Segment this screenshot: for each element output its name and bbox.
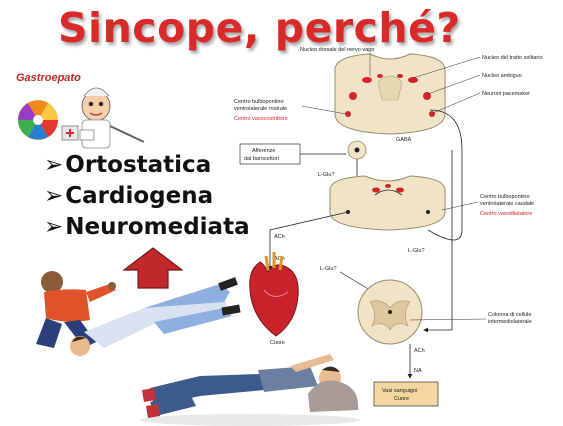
label-rvlm-1: Centro bulbopontino: [234, 99, 284, 105]
label-vessels-2: Cuore: [394, 396, 409, 402]
list-item: ➢Cardiogena: [44, 181, 250, 212]
label-ambiguus: Nucleo ambiguo: [482, 73, 522, 79]
heart-icon: [249, 252, 299, 337]
label-na: NA: [414, 368, 422, 374]
bullet-arrow-icon: ➢: [44, 214, 64, 240]
spinal-cord-section: [357, 279, 423, 345]
autonomic-circuit-diagram: Nucleo dorsale del nervo vago Nucleo del…: [234, 47, 543, 407]
page-title: Sincope, perché?: [58, 4, 461, 52]
pathway-line: [427, 109, 463, 241]
label-gaba: GABA: [396, 137, 412, 143]
label-ach-1: ACh: [274, 234, 285, 240]
label-cvlm-2: ventrolaterale caudale: [480, 201, 534, 207]
medulla-section-caudal: [329, 175, 446, 231]
bullet-arrow-icon: ➢: [44, 183, 64, 209]
label-vasoconstrictor: Centro vasocostrittore: [234, 116, 288, 122]
logo-text: Gastroepato: [16, 72, 81, 84]
list-item-label: Neuromediata: [65, 214, 250, 240]
list-item-label: Ortostatica: [65, 152, 212, 178]
label-ach-3: ACh: [414, 348, 425, 354]
doctor-mascot-icon: [18, 87, 145, 149]
label-lglu-mid: L-Glu?: [408, 248, 425, 254]
lying-person-illustration: [140, 354, 360, 426]
label-ach-2: ACh: [274, 256, 285, 262]
label-dorsal-vagus: Nucleo dorsale del nervo vago: [300, 47, 374, 53]
list-item-label: Cardiogena: [65, 183, 214, 209]
label-solitary: Nucleo del tratto solitario: [482, 55, 543, 61]
label-rvlm-2: ventrolaterale rostrale: [234, 106, 287, 112]
gastroepato-logo: [14, 70, 154, 150]
bullet-arrow-icon: ➢: [44, 152, 64, 178]
vessels-box: [373, 381, 439, 407]
label-vasodilator: Centro vasodilatatore: [480, 211, 532, 217]
list-item: ➢Ortostatica: [44, 150, 250, 181]
fainting-person-illustration: [36, 271, 241, 356]
label-heart: Cuore: [270, 340, 285, 346]
label-column-1: Colonna di cellule: [488, 312, 531, 318]
label-baro-1: Afferenze: [252, 148, 275, 154]
syncope-types-list: ➢Ortostatica ➢Cardiogena ➢Neuromediata: [44, 150, 250, 243]
label-baro-2: dai barocettori: [244, 156, 279, 162]
label-column-2: intermediolaterale: [488, 319, 532, 325]
label-pacemaker: Neuroni pacemaker: [482, 91, 530, 97]
up-arrow-icon: [122, 247, 184, 289]
label-cvlm-1: Centro bulbopontino: [480, 194, 530, 200]
list-item: ➢Neuromediata: [44, 212, 250, 243]
label-vessels-1: Vasi sanguigni: [382, 388, 417, 394]
label-lglu-top: L-Glu?: [318, 172, 335, 178]
label-lglu-low: L-Glu?: [320, 266, 337, 272]
